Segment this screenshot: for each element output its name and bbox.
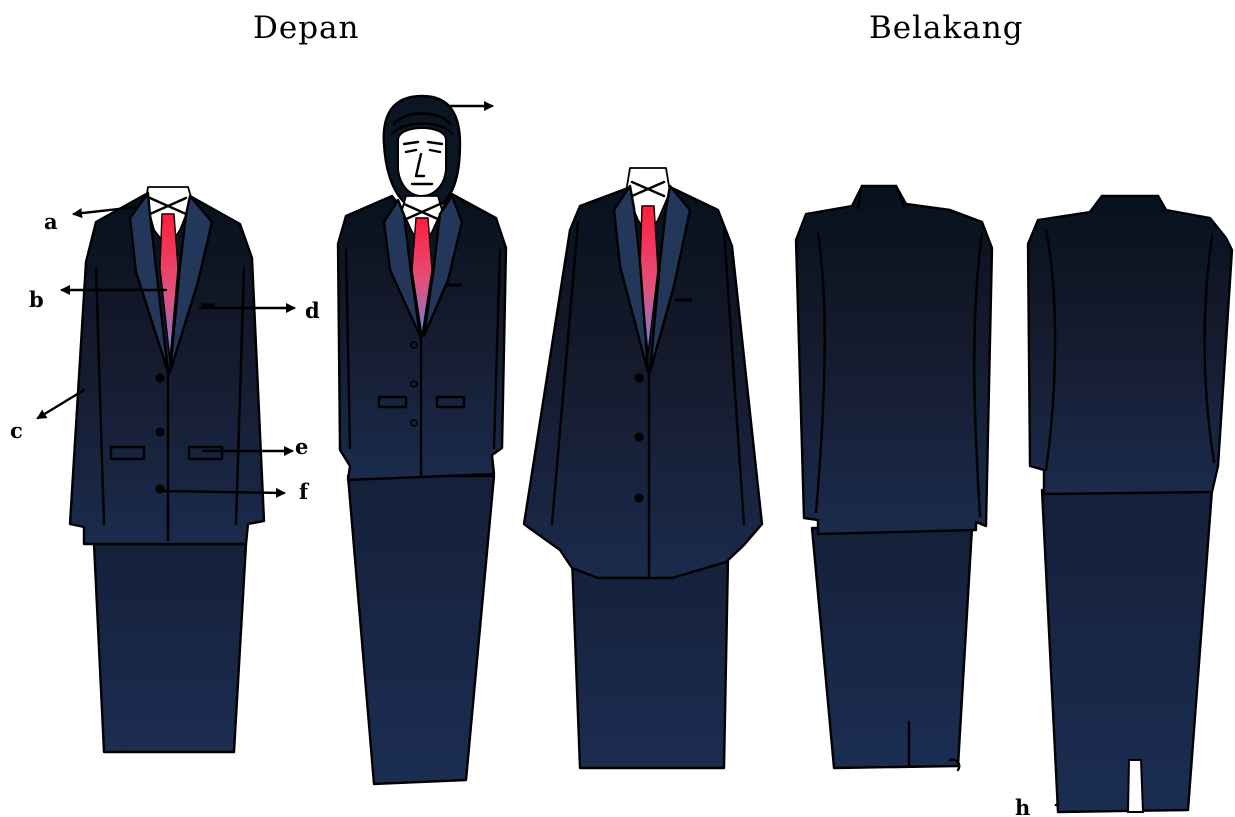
lapel-right (422, 194, 464, 338)
label-f: f (299, 479, 310, 504)
figure-back-1 (794, 184, 994, 772)
pocket-flap (109, 445, 146, 461)
figure-back-2 (1026, 194, 1234, 814)
figure-front-labelled (68, 186, 266, 754)
label-d: d (305, 298, 320, 323)
label-a: a (44, 209, 58, 234)
tie (411, 217, 433, 337)
back-view-heading: Belakang (869, 10, 1024, 46)
label-e: e (295, 434, 308, 459)
skirt (810, 526, 974, 770)
face (397, 127, 447, 198)
tie (159, 213, 179, 361)
button (155, 373, 165, 383)
button (155, 427, 165, 437)
figure-front-hijab (336, 94, 508, 786)
lapel-right (168, 194, 214, 374)
jacket-back (1026, 194, 1234, 496)
callouts: a b d c e f h (10, 101, 1136, 817)
arrow-c (36, 388, 86, 420)
label-b: b (29, 287, 44, 312)
long-skirt (1040, 488, 1214, 814)
arrow-f (160, 487, 286, 498)
figure-front-long-jacket (522, 167, 764, 770)
long-skirt (346, 474, 496, 786)
arrow-a (72, 205, 138, 219)
skirt (92, 542, 248, 754)
label-c: c (10, 418, 23, 443)
pocket-flap (187, 445, 224, 461)
jacket (522, 186, 764, 580)
skirt (570, 556, 730, 770)
jacket-back (794, 184, 994, 536)
label-h: h (1015, 795, 1030, 817)
front-view-heading: Depan (253, 10, 360, 46)
skirt-slit (1126, 759, 1145, 813)
